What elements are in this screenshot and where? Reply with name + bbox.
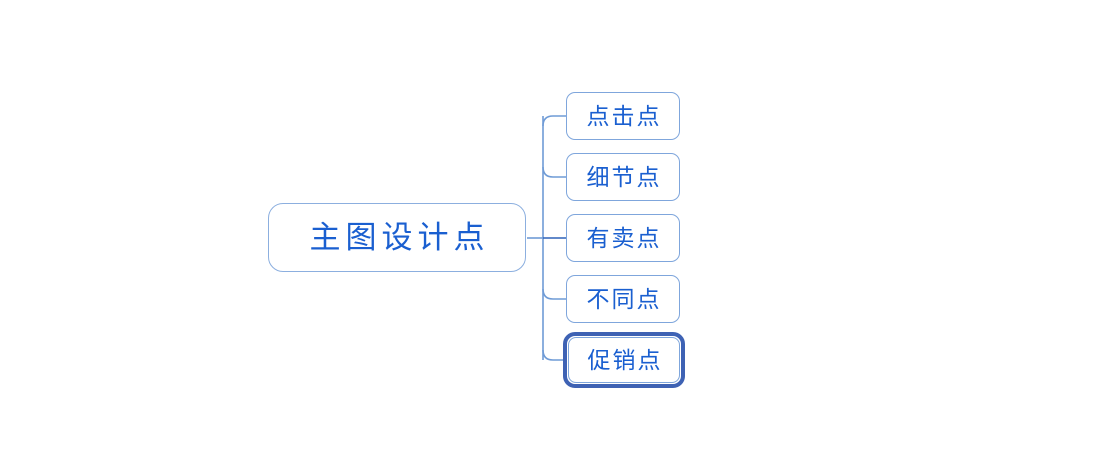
child-node-1[interactable]: 点击点 — [566, 92, 680, 140]
child-node-1-label: 点击点 — [586, 103, 662, 129]
child-node-5-label: 促销点 — [587, 347, 663, 373]
connector-branch-4 — [542, 288, 566, 300]
child-node-2-label: 细节点 — [586, 164, 662, 190]
connector-branch-1 — [542, 115, 566, 127]
child-node-5-inner-box: 促销点 — [568, 337, 680, 383]
child-node-4[interactable]: 不同点 — [566, 275, 680, 323]
child-node-3-label: 有卖点 — [586, 225, 662, 251]
child-node-2[interactable]: 细节点 — [566, 153, 680, 201]
child-node-3[interactable]: 有卖点 — [566, 214, 680, 262]
child-node-5-selected[interactable]: 促销点 — [563, 332, 685, 388]
root-node-label: 主图设计点 — [309, 220, 490, 255]
child-node-4-label: 不同点 — [586, 286, 662, 312]
connector-branch-2 — [542, 166, 566, 178]
root-node[interactable]: 主图设计点 — [268, 203, 526, 272]
